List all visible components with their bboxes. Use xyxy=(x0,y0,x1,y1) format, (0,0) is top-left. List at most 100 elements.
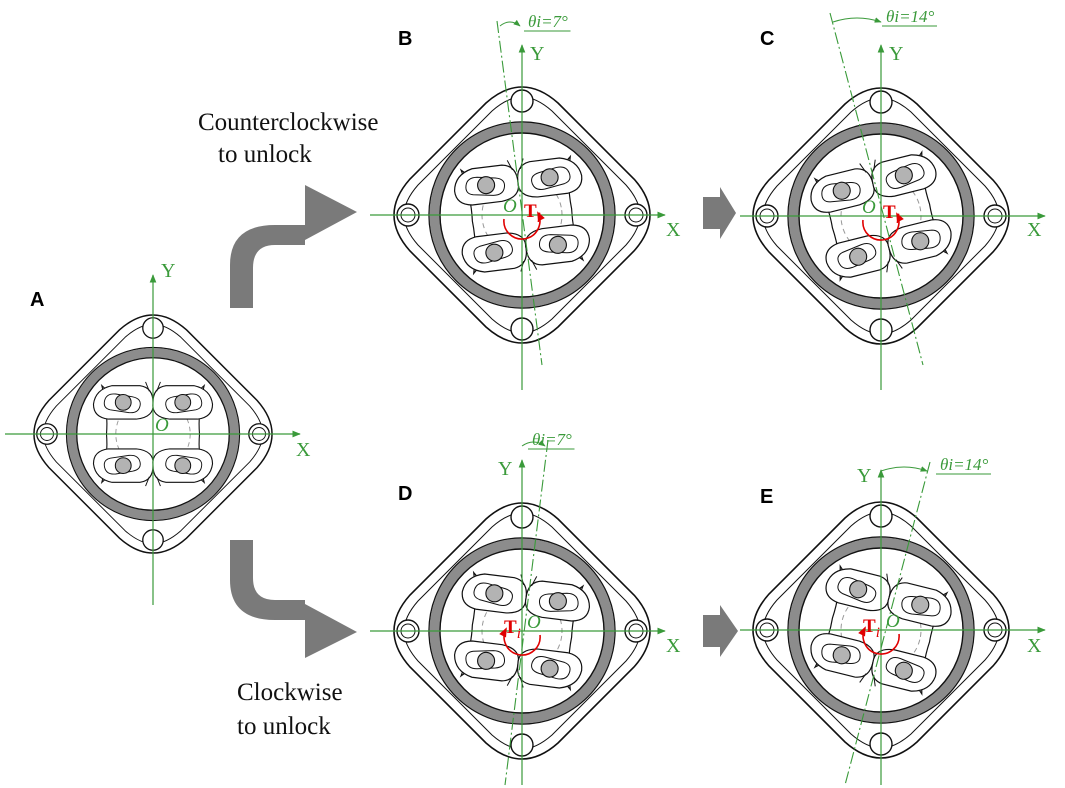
arrow-b-to-c xyxy=(703,187,736,239)
angle-arc xyxy=(521,440,546,447)
pawl-spring xyxy=(886,261,889,273)
panel-letter-c: C xyxy=(760,28,774,50)
center-dashed-circle xyxy=(840,589,922,671)
pawl-slot xyxy=(103,454,141,475)
lock-pawl xyxy=(871,154,937,198)
origin-label: O xyxy=(886,611,900,632)
y-axis-label: Y xyxy=(857,465,871,487)
pawl-pin xyxy=(485,243,504,262)
origin-label: O xyxy=(862,197,876,218)
pawl-pin xyxy=(849,580,868,599)
lock-pawl xyxy=(887,577,952,627)
pawl-slot xyxy=(821,182,861,203)
locking-assembly xyxy=(810,564,952,696)
pawl-slot xyxy=(531,656,571,680)
torque-arc xyxy=(862,212,904,241)
pawl-pin xyxy=(114,457,132,475)
pawl-pin xyxy=(114,393,132,411)
panel-a: A XYO xyxy=(5,260,311,605)
angle-arc xyxy=(499,19,521,27)
pawl-slot xyxy=(465,176,506,196)
counterclockwise-caption-line1: Counterclockwise xyxy=(198,109,379,136)
lock-pawl xyxy=(92,381,154,420)
pawl-pin xyxy=(548,592,567,611)
panel-letter-a: A xyxy=(30,289,44,311)
pawl-spring xyxy=(145,381,150,392)
lock-pawl xyxy=(517,648,583,689)
pawl-pin xyxy=(540,659,559,678)
x-axis-label: X xyxy=(666,635,681,657)
pawl-spring xyxy=(145,476,150,487)
y-axis-label: Y xyxy=(161,260,175,282)
locking-assembly xyxy=(453,154,591,276)
x-axis-label: X xyxy=(1027,219,1042,241)
pawl-pin xyxy=(849,247,868,266)
locking-assembly xyxy=(92,381,214,487)
origin-label: O xyxy=(155,415,169,436)
pawl-pin xyxy=(548,235,567,254)
pawl-pin xyxy=(911,232,930,251)
pawl-slot xyxy=(901,229,941,250)
counterclockwise-arrow xyxy=(230,185,357,308)
angle-arc xyxy=(832,17,882,23)
pawl-pin xyxy=(174,393,192,411)
pawl-spring xyxy=(895,259,903,269)
lock-pawl xyxy=(152,381,214,420)
rotated-axis-line xyxy=(829,12,924,366)
pawl-pin xyxy=(911,595,930,614)
torque-label: Ti xyxy=(504,617,521,642)
lock-pawl xyxy=(825,568,891,612)
pawl-pin xyxy=(540,168,559,187)
origin-label: O xyxy=(527,612,541,633)
pawl-spring xyxy=(859,673,867,683)
pawl-spring xyxy=(873,159,876,171)
pawl-pin xyxy=(477,651,496,670)
lock-pawl xyxy=(453,640,520,686)
rotation-angle-label: θi=7° xyxy=(528,12,568,31)
lock-pawl xyxy=(524,576,591,622)
panel-e: E X Y Oθi=14° Ti xyxy=(740,455,1046,786)
pawl-pin xyxy=(477,176,496,195)
pawl-spring xyxy=(156,476,161,487)
lock-pawl xyxy=(524,224,591,270)
x-axis-label: X xyxy=(666,219,681,241)
lock-pawl xyxy=(517,157,583,198)
lock-pawl xyxy=(887,219,952,269)
pawl-slot xyxy=(473,240,513,264)
pawl-pin xyxy=(894,166,913,185)
rotation-angle-label: θi=14° xyxy=(940,455,989,474)
panel-letter-e: E xyxy=(760,486,773,508)
locking-assembly xyxy=(453,570,591,692)
y-axis-label: Y xyxy=(889,43,903,65)
rotated-axis-line xyxy=(844,461,931,786)
counterclockwise-caption-line2: to unlock xyxy=(218,141,312,168)
pawl-spring xyxy=(873,675,876,687)
center-dashed-circle xyxy=(481,174,563,256)
lock-pawl xyxy=(461,573,527,614)
pawl-slot xyxy=(885,163,925,189)
torque-arc xyxy=(499,627,541,656)
panel-letter-b: B xyxy=(398,28,412,50)
lock-pawl xyxy=(152,448,214,487)
locking-assembly xyxy=(810,150,952,282)
torque-arc xyxy=(858,626,900,655)
pawl-slot xyxy=(465,650,506,670)
rotated-axis-line xyxy=(496,20,543,366)
torque-arc xyxy=(503,211,545,240)
lock-pawl xyxy=(92,448,154,487)
pawl-spring xyxy=(156,381,161,392)
pawl-slot xyxy=(837,577,877,603)
clockwise-caption-line2: to unlock xyxy=(237,713,331,740)
torque-label: Ti xyxy=(863,616,880,641)
x-axis-label: X xyxy=(1027,635,1042,657)
panel-letter-d: D xyxy=(398,483,412,505)
pawl-slot xyxy=(837,243,877,269)
pawl-slot xyxy=(821,643,861,664)
rotation-angle-label: θi=14° xyxy=(886,7,935,26)
y-axis-label: Y xyxy=(530,43,544,65)
pawl-slot xyxy=(165,393,203,414)
origin-label: O xyxy=(503,196,517,217)
pawl-pin xyxy=(894,661,913,680)
